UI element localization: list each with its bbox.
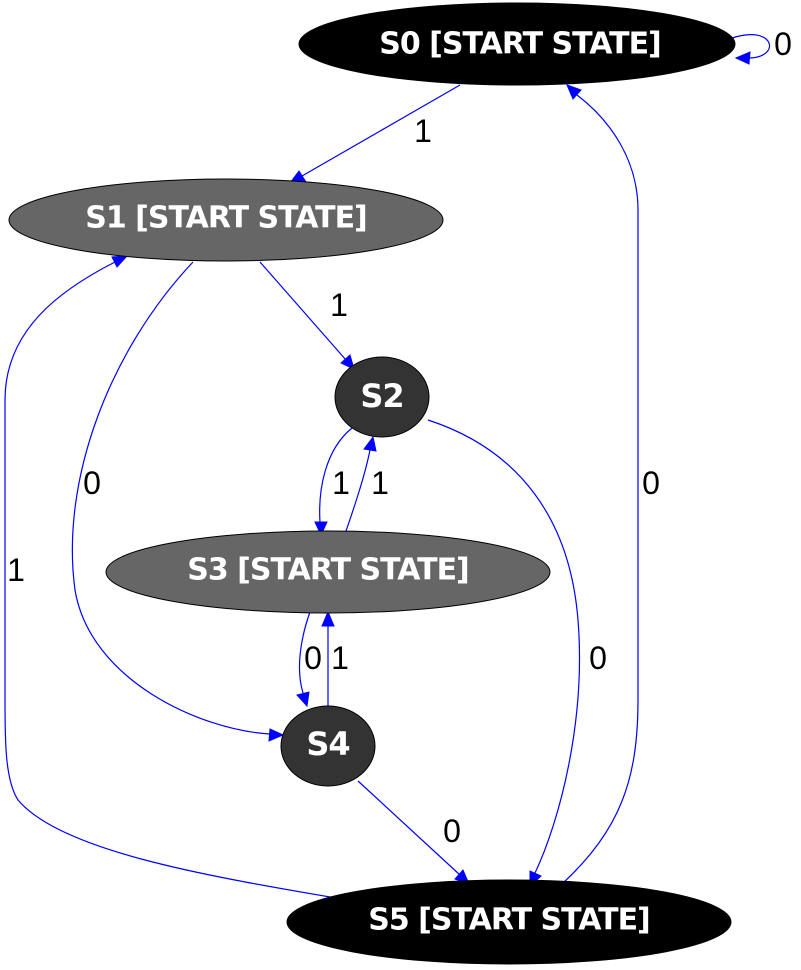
edge-label-s4-s5: 0: [443, 813, 461, 849]
edge-s3-s4: [296, 611, 311, 708]
edge-label-s1-s4: 0: [83, 465, 101, 501]
edge-s3-s2: [344, 435, 377, 535]
edge-label-s3-s4: 0: [304, 640, 322, 676]
edge-label-s5-s1: 1: [7, 552, 25, 588]
edge-label-s0-s1: 1: [414, 113, 432, 149]
state-label-s5: S5 [START STATE]: [368, 903, 650, 938]
state-node-s0[interactable]: S0 [START STATE]: [298, 2, 736, 86]
state-node-s5[interactable]: S5 [START STATE]: [286, 879, 732, 965]
edge-s4-s3: [321, 610, 335, 712]
edge-label-s0-s0: 0: [774, 26, 792, 62]
edge-s1-s4: [71, 261, 285, 742]
edge-s5-s1: [4, 255, 337, 899]
edge-label-s3-s2: 1: [371, 465, 389, 501]
state-node-s3[interactable]: S3 [START STATE]: [105, 530, 551, 614]
edge-label-s1-s2: 1: [330, 287, 348, 323]
state-label-s4: S4: [306, 725, 349, 763]
edge-label-s4-s3: 1: [331, 640, 349, 676]
edge-s0-s0: [731, 34, 771, 65]
edge-s0-s1: [288, 84, 461, 184]
state-label-s1: S1 [START STATE]: [85, 201, 367, 236]
state-node-s1[interactable]: S1 [START STATE]: [8, 178, 444, 262]
state-node-s2[interactable]: S2: [334, 356, 430, 438]
edge-label-s5-s0: 0: [642, 465, 660, 501]
edge-s2-s3: [314, 427, 353, 537]
state-label-s3: S3 [START STATE]: [187, 553, 469, 588]
edge-label-s2-s5: 0: [589, 640, 607, 676]
edge-s1-s2: [259, 261, 355, 370]
state-label-s0: S0 [START STATE]: [379, 27, 661, 62]
edge-s5-s0: [561, 84, 639, 885]
state-node-s4[interactable]: S4: [280, 705, 376, 787]
state-label-s2: S2: [360, 377, 403, 415]
edge-label-s2-s3: 1: [332, 465, 350, 501]
